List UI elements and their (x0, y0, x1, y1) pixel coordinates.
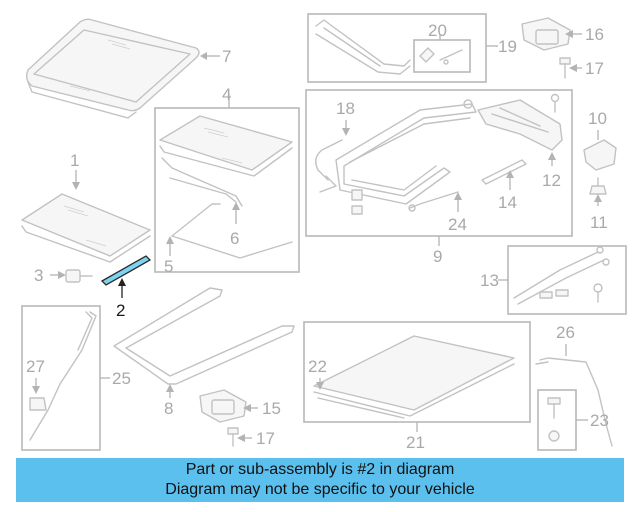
callout-6: 6 (230, 229, 239, 248)
part-17-screw-bottom (227, 427, 239, 447)
callout-2: 2 (116, 301, 125, 320)
part-11-clip (589, 177, 607, 195)
callout-16: 16 (585, 25, 604, 44)
part-8-seal (113, 287, 295, 385)
callout-25: 25 (112, 369, 131, 388)
callout-7: 7 (222, 47, 231, 66)
callout-26: 26 (556, 323, 575, 342)
callout-8: 8 (164, 399, 173, 418)
group-box-13 (507, 245, 627, 315)
part-1-panel (21, 193, 151, 263)
part-21-sunshade (313, 335, 515, 419)
part-17-screw-top (559, 57, 571, 79)
callout-21: 21 (406, 433, 425, 452)
part-2-highlighted-strip (100, 255, 152, 286)
part-13-cables (513, 246, 610, 305)
info-banner: Part or sub-assembly is #2 in diagram Di… (16, 458, 624, 502)
callout-11: 11 (590, 213, 608, 232)
callout-19: 19 (498, 37, 517, 56)
part-14-rail (481, 159, 527, 185)
part-9-frame (335, 93, 563, 205)
callout-17-top: 17 (585, 59, 604, 78)
part-7-glass-panel (25, 18, 200, 119)
part-24-link (408, 191, 459, 212)
callout-4: 4 (222, 85, 231, 104)
group-box-20 (413, 39, 471, 73)
part-5-weatherstrip (171, 203, 293, 259)
banner-line-2: Diagram may not be specific to your vehi… (165, 481, 475, 498)
part-15-motor (199, 389, 247, 423)
callout-12: 12 (542, 171, 561, 190)
callout-17-bottom: 17 (256, 429, 275, 448)
part-23-screws (547, 397, 561, 442)
banner-line-1: Part or sub-assembly is #2 in diagram (185, 461, 455, 478)
part-3-bolt (65, 269, 93, 283)
callout-22: 22 (308, 357, 327, 376)
part-6-seal (161, 157, 243, 207)
callout-3: 3 (34, 266, 43, 285)
group-box-19 (307, 13, 487, 83)
part-19-bracket (315, 19, 411, 75)
callout-9: 9 (433, 247, 442, 266)
part-10-bracket (583, 139, 617, 171)
callout-5: 5 (164, 257, 173, 276)
callout-18: 18 (336, 99, 355, 118)
part-25-drain-hose (29, 311, 97, 441)
part-20-clips (419, 47, 463, 65)
callout-10: 10 (588, 109, 607, 128)
callout-20: 20 (428, 21, 447, 40)
callout-24: 24 (448, 215, 467, 234)
callout-23: 23 (590, 411, 609, 430)
callout-27: 27 (26, 357, 45, 376)
callout-15: 15 (262, 399, 281, 418)
callout-14: 14 (498, 193, 517, 212)
part-27-clip (29, 397, 47, 411)
part-16-motor (521, 17, 571, 51)
callout-13: 13 (480, 271, 499, 290)
callout-1: 1 (70, 151, 79, 170)
part-26-hose (535, 357, 613, 447)
part-4-glass (159, 115, 293, 177)
group-box-4 (154, 107, 300, 273)
part-18-cable (315, 139, 363, 215)
